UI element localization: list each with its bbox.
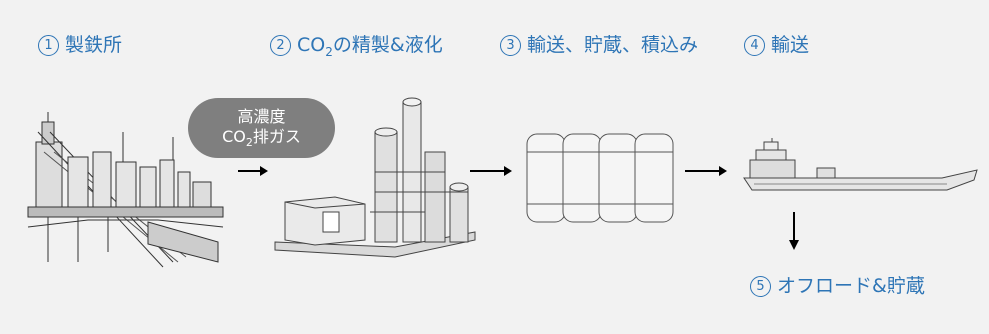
bubble-line-1: 高濃度 (237, 107, 286, 126)
arrow-1 (238, 166, 268, 176)
step-4-text: 輸送 (771, 34, 810, 56)
step-3-label: 3 輸送、貯蔵、積込み (500, 35, 698, 56)
exhaust-gas-bubble: 高濃度 CO2排ガス (188, 98, 335, 158)
step-2-number: 2 (270, 35, 291, 56)
step-2-text-sub: 2 (325, 44, 333, 59)
bubble-line-2: CO2排ガス (222, 127, 301, 150)
step-3-number: 3 (500, 35, 521, 56)
step-5-label: 5 オフロード&貯蔵 (750, 276, 925, 297)
step-5-number: 5 (750, 276, 771, 297)
step-2-text-post: の精製&液化 (332, 34, 443, 56)
step-1-number: 1 (38, 35, 59, 56)
step-4-number: 4 (744, 35, 765, 56)
step-2-text-pre: CO (297, 34, 326, 56)
step-4-label: 4 輸送 (744, 35, 809, 56)
arrow-2 (470, 166, 512, 176)
steel-plant-icon (27, 112, 224, 268)
liquefaction-plant-icon (274, 97, 476, 258)
arrow-down (789, 212, 799, 250)
ship-icon (743, 138, 978, 191)
storage-tanks-icon (526, 133, 674, 223)
step-3-text: 輸送、貯蔵、積込み (527, 34, 699, 56)
step-1-label: 1 製鉄所 (38, 35, 122, 56)
step-1-text: 製鉄所 (65, 34, 123, 56)
step-5-text: オフロード&貯蔵 (777, 275, 925, 297)
arrow-3 (685, 166, 727, 176)
